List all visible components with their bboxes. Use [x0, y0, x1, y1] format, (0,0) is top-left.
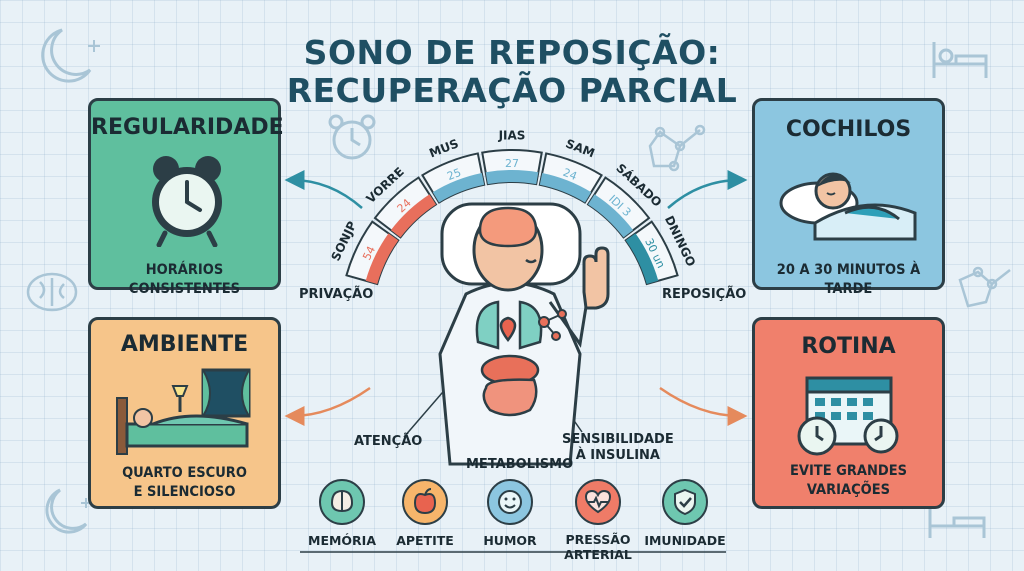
benefit-label-line: APETITE: [396, 533, 454, 548]
sleeping-person-illustration: [438, 202, 610, 466]
intestines-icon: [482, 378, 538, 417]
dial-segment-5: [586, 176, 651, 239]
bedroom-icon: [116, 368, 251, 455]
dial-segment-name-4: SAM: [564, 136, 597, 160]
dial-segment-name-3: JIAS: [498, 129, 526, 143]
benefit-label-humor: HUMOR: [475, 533, 545, 548]
label-sensibilidade-line-1: SENSIBILIDADE: [562, 432, 674, 447]
dial-segment-0: [345, 220, 400, 286]
benefit-label-line: MEMÓRIA: [308, 533, 376, 548]
card-subtitle-line-1: EVITE GRANDES: [789, 463, 908, 479]
dial-segment-band-0: [365, 233, 399, 284]
card-subtitle: 20 A 30 MINUTOS À TARDE: [776, 262, 921, 297]
label-sensibilidade: SENSIBILIDADE À INSULINA: [562, 432, 674, 464]
brain-icon: [26, 272, 78, 312]
card-rotina: ROTINA EVITE GRANDES VARIAÇÕES: [752, 317, 945, 509]
benefit-label-line: IMUNIDADE: [644, 533, 726, 548]
card-title: REGULARIDADE: [91, 115, 284, 140]
dial-segment-band-5: [588, 194, 634, 238]
card-subtitle-line-2: E SILENCIOSO: [133, 484, 236, 500]
label-atencao: ATENÇÃO: [354, 434, 423, 449]
dial-segment-value-0: 54: [360, 244, 378, 262]
smiley-icon: [498, 490, 522, 514]
dial-segment-value-4: 24: [561, 166, 579, 183]
arrow-to-regularidade: [284, 170, 363, 209]
lungs-icon: [475, 300, 543, 350]
arrow-to-cochilos: [667, 170, 748, 209]
arrow-to-rotina: [659, 386, 748, 426]
dial-segment-6: [624, 220, 679, 286]
card-title: COCHILOS: [785, 117, 912, 142]
dial-segment-1: [373, 176, 438, 239]
molecule-icon: [648, 124, 1011, 308]
brain-icon: [330, 489, 354, 513]
benefit-label-line-2: ARTERIAL: [564, 547, 632, 562]
benefit-label-pressao: PRESSÃO ARTERIAL: [558, 532, 638, 562]
label-metabolismo: METABOLISMO: [466, 457, 574, 472]
alarm-clock-icon: [152, 156, 222, 247]
card-regularidade: REGULARIDADE HORÁRIOS CONSISTENTES: [88, 98, 284, 297]
dial-segment-band-2: [432, 173, 485, 203]
dial-segment-band-1: [390, 194, 436, 238]
card-subtitle-line-1: QUARTO ESCURO: [122, 465, 247, 481]
alarm-clock-icon: [328, 114, 376, 160]
dial-segment-band-3: [485, 170, 539, 185]
card-subtitle: EVITE GRANDES VARIAÇÕES: [755, 462, 942, 500]
heart-pulse-icon: [584, 489, 612, 514]
label-reposicao: REPOSIÇÃO: [662, 287, 747, 302]
dial-segment-value-3: 27: [505, 157, 519, 170]
molecule-icon: [538, 309, 567, 341]
calendar-clock-icon: [797, 376, 899, 456]
label-sensibilidade-line-2: À INSULINA: [575, 448, 660, 463]
moon-icon: [41, 28, 92, 534]
apple-icon: [413, 488, 437, 515]
title-line-1: SONO DE REPOSIÇÃO:: [303, 33, 721, 72]
card-cochilos: COCHILOS 20 A 30 MINUTOS À TARDE: [752, 98, 945, 297]
arrow-to-ambiente: [284, 386, 371, 426]
dial-segment-band-6: [625, 233, 659, 284]
title-line-2: RECUPERAÇÃO PARCIAL: [286, 71, 738, 110]
card-ambiente: AMBIENTE QUARTO ESCURO E SILENCIOSO: [88, 317, 281, 509]
card-subtitle: QUARTO ESCURO E SILENCIOSO: [91, 464, 278, 502]
closed-eye: [525, 258, 537, 264]
benefit-label-line: HUMOR: [483, 533, 537, 548]
benefit-pressao: [575, 479, 621, 525]
benefit-humor: [487, 479, 533, 525]
card-subtitle-line-2: VARIAÇÕES: [806, 482, 891, 498]
benefit-label-imunidade: IMUNIDADE: [642, 533, 728, 548]
card-subtitle: HORÁRIOS CONSISTENTES: [128, 262, 241, 297]
brain-icon: [478, 206, 538, 248]
benefit-imunidade: [662, 479, 708, 525]
label-privacao: PRIVAÇÃO: [299, 287, 374, 302]
heart-icon: [499, 316, 517, 343]
page-title: SONO DE REPOSIÇÃO: RECUPERAÇÃO PARCIAL: [240, 34, 784, 110]
benefit-memoria: [319, 479, 365, 525]
benefit-label-memoria: MEMÓRIA: [305, 533, 379, 548]
benefit-apetite: [402, 479, 448, 525]
bed-icon: [928, 42, 988, 538]
card-title: ROTINA: [801, 334, 896, 359]
dial-segment-value-2: 25: [445, 166, 463, 183]
dial-segment-band-4: [539, 173, 592, 203]
hand-icon: [582, 246, 610, 310]
napping-person-icon: [779, 172, 917, 241]
benefit-label-line-1: PRESSÃO: [565, 532, 631, 547]
benefit-label-apetite: APETITE: [390, 533, 460, 548]
dial-segment-name-2: MUS: [427, 136, 460, 160]
card-title: AMBIENTE: [120, 332, 249, 357]
shield-check-icon: [674, 488, 696, 516]
